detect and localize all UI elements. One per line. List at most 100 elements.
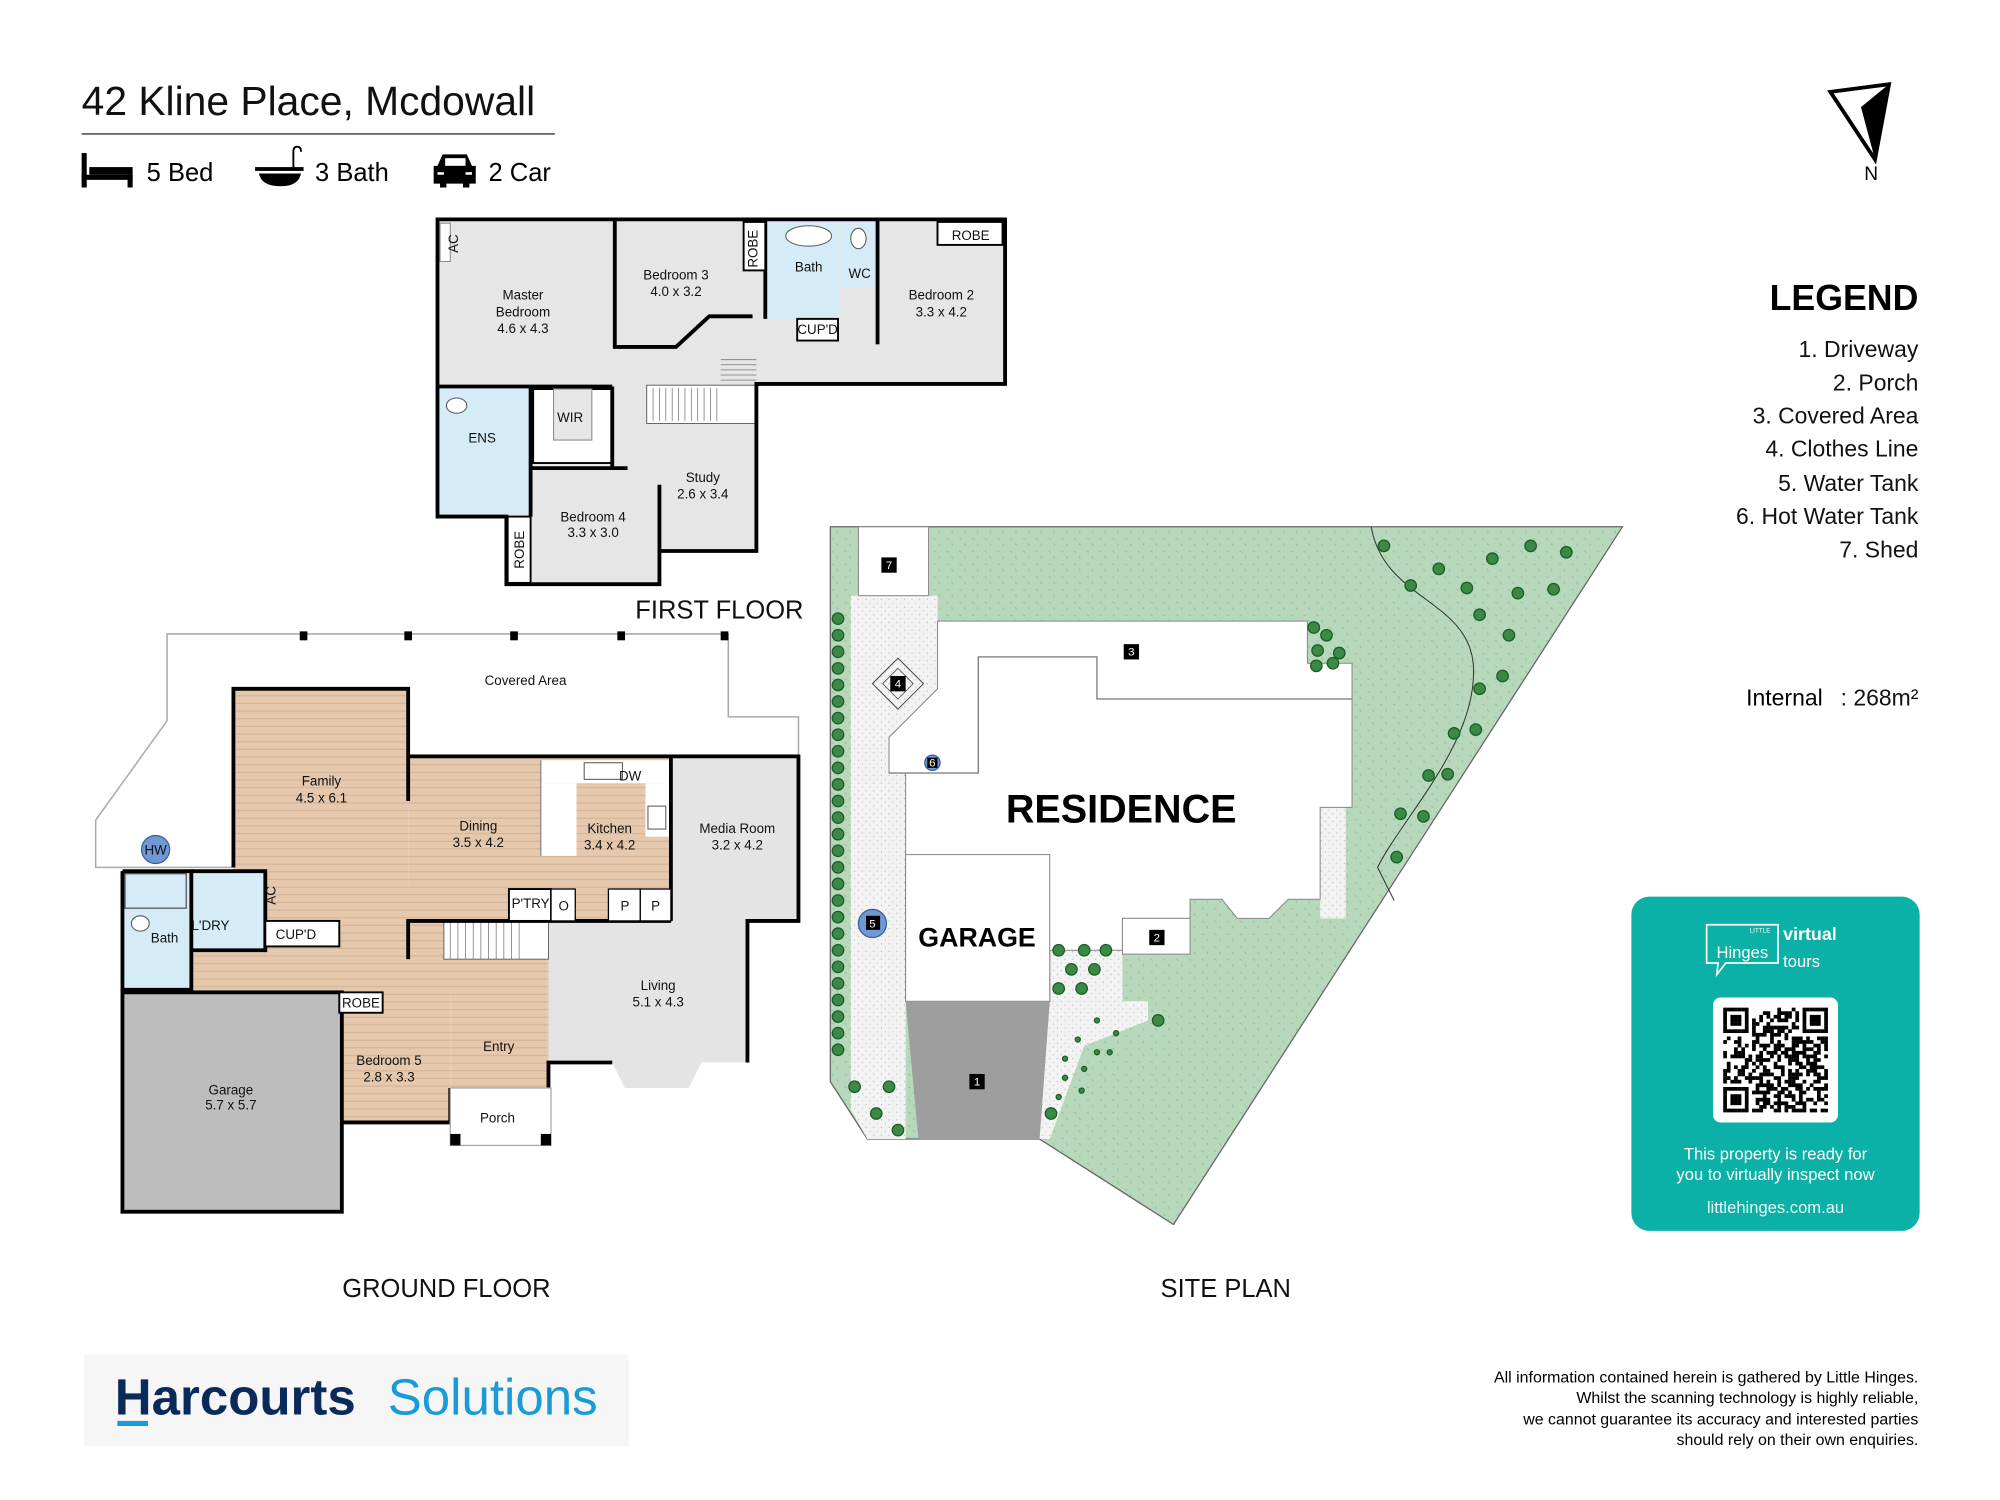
bed-count: 5 Bed <box>147 159 214 187</box>
tree-icon <box>831 1043 845 1057</box>
tree-icon <box>831 910 845 924</box>
room-dims: 3.3 x 4.2 <box>916 304 967 319</box>
post <box>720 631 729 641</box>
tree-icon <box>891 1123 905 1137</box>
svg-text:1: 1 <box>974 1076 980 1088</box>
tree-icon <box>848 1080 861 1094</box>
room-dims: 4.6 x 4.3 <box>497 321 548 336</box>
ac-label: AC <box>264 886 279 905</box>
tree-icon <box>831 1026 845 1040</box>
bed-icon <box>81 153 133 188</box>
svg-text:7: 7 <box>886 560 892 572</box>
pantry-label: P <box>621 899 630 914</box>
tree-icon <box>831 728 845 742</box>
car-icon <box>433 154 476 188</box>
tree-icon <box>1151 1014 1165 1027</box>
sink-icon <box>583 762 623 780</box>
disclaimer-line: All information contained herein is gath… <box>1494 1370 1918 1387</box>
legend-item: 5. Water Tank <box>1778 470 1919 496</box>
room-dims: 3.4 x 4.2 <box>584 837 635 852</box>
tree-icon <box>831 960 845 974</box>
ground-floor-title: GROUND FLOOR <box>342 1275 550 1303</box>
tree-icon <box>1093 1049 1101 1056</box>
room-label: Bath <box>795 260 823 275</box>
internal-label: Internal <box>1746 684 1823 710</box>
tree-icon <box>1441 767 1455 781</box>
tree-icon <box>1524 539 1537 553</box>
tree-icon <box>1404 579 1418 592</box>
room-label: Bedroom 5 <box>356 1053 421 1068</box>
virtual-tour-card[interactable]: LITTLE Hinges virtual tours This propert… <box>1631 896 1920 1231</box>
north-arrow-icon: N <box>1827 81 1892 185</box>
marker-2: 2 <box>1149 929 1165 946</box>
disclaimer: All information contained herein is gath… <box>1494 1370 1918 1450</box>
tree-icon <box>831 811 845 824</box>
legend-item: 2. Porch <box>1833 369 1918 395</box>
tree-icon <box>1473 682 1486 696</box>
tour-text-line2: you to virtually inspect now <box>1676 1165 1875 1184</box>
legend-item: 7. Shed <box>1839 536 1918 562</box>
residence-label: RESIDENCE <box>1006 788 1237 832</box>
room-label: ROBE <box>512 531 527 569</box>
tree-icon <box>831 744 845 758</box>
legend-item: 3. Covered Area <box>1753 402 1919 428</box>
room-dims: 5.7 x 5.7 <box>205 1098 256 1113</box>
header: 42 Kline Place, Mcdowall 5 Bed 3 Bath 2 … <box>82 78 555 188</box>
tree-icon <box>831 860 845 874</box>
tree-icon <box>831 877 845 891</box>
hw-label: HW <box>144 843 167 858</box>
north-label: N <box>1864 164 1878 185</box>
internal-area: : 268m² <box>1841 684 1919 710</box>
tree-icon <box>1309 659 1323 673</box>
room-label: Family <box>302 774 342 789</box>
room-label: Entry <box>483 1039 515 1054</box>
harcourts-logo: Harcourts Solutions <box>84 1354 629 1447</box>
tree-icon <box>1394 807 1407 821</box>
svg-text:2: 2 <box>1154 932 1160 944</box>
tree-icon <box>1061 1055 1069 1062</box>
room-dims: 3.5 x 4.2 <box>453 835 504 850</box>
room-dims: 3.2 x 4.2 <box>712 837 763 852</box>
tree-icon <box>882 1080 896 1094</box>
room-dims: 4.5 x 6.1 <box>296 790 347 805</box>
room-label: CUP'D <box>276 927 317 942</box>
post <box>299 631 308 641</box>
brand-name: Hinges <box>1717 943 1769 962</box>
tree-icon <box>1078 1087 1085 1094</box>
room-label: Kitchen <box>587 821 632 836</box>
brand-tours: tours <box>1783 952 1820 971</box>
room-label: Bath <box>151 931 179 946</box>
room-dims: 2.8 x 3.3 <box>363 1070 414 1085</box>
brand-small: LITTLE <box>1750 927 1771 934</box>
room-label: ROBE <box>952 228 990 243</box>
tree-icon <box>831 993 845 1007</box>
tree-icon <box>1422 769 1435 782</box>
room-label: CUP'D <box>797 322 838 337</box>
svg-text:Harcourts: Harcourts <box>115 1369 356 1426</box>
tree-icon <box>1052 943 1066 957</box>
tree-icon <box>1432 562 1446 576</box>
tour-url-link[interactable]: littlehinges.com.au <box>1707 1198 1844 1217</box>
room-label: Bedroom 4 <box>560 510 626 525</box>
svg-text:3: 3 <box>1128 647 1134 659</box>
room-label: WIR <box>557 410 583 425</box>
post <box>510 631 518 641</box>
staircase <box>646 359 757 424</box>
toilet-icon <box>850 227 867 250</box>
garage-label: GARAGE <box>918 922 1035 952</box>
tree-icon <box>1332 646 1346 660</box>
tree-icon <box>1075 982 1089 995</box>
marker-4: 4 <box>890 676 906 692</box>
room-label: Bedroom 3 <box>643 267 708 282</box>
legend-item: 4. Clothes Line <box>1765 436 1918 462</box>
tree-icon <box>1074 1036 1081 1043</box>
room-label: Garage <box>209 1082 254 1097</box>
room-label: ENS <box>468 431 496 446</box>
room-dims: 4.0 x 3.2 <box>650 284 701 299</box>
qr-code[interactable] <box>1723 1007 1828 1113</box>
staircase <box>443 920 549 960</box>
toilet-icon <box>130 915 150 932</box>
property-title: 42 Kline Place, Mcdowall <box>82 78 536 124</box>
clothes-line-icon <box>871 657 925 710</box>
first-floor-title: FIRST FLOOR <box>635 597 803 625</box>
